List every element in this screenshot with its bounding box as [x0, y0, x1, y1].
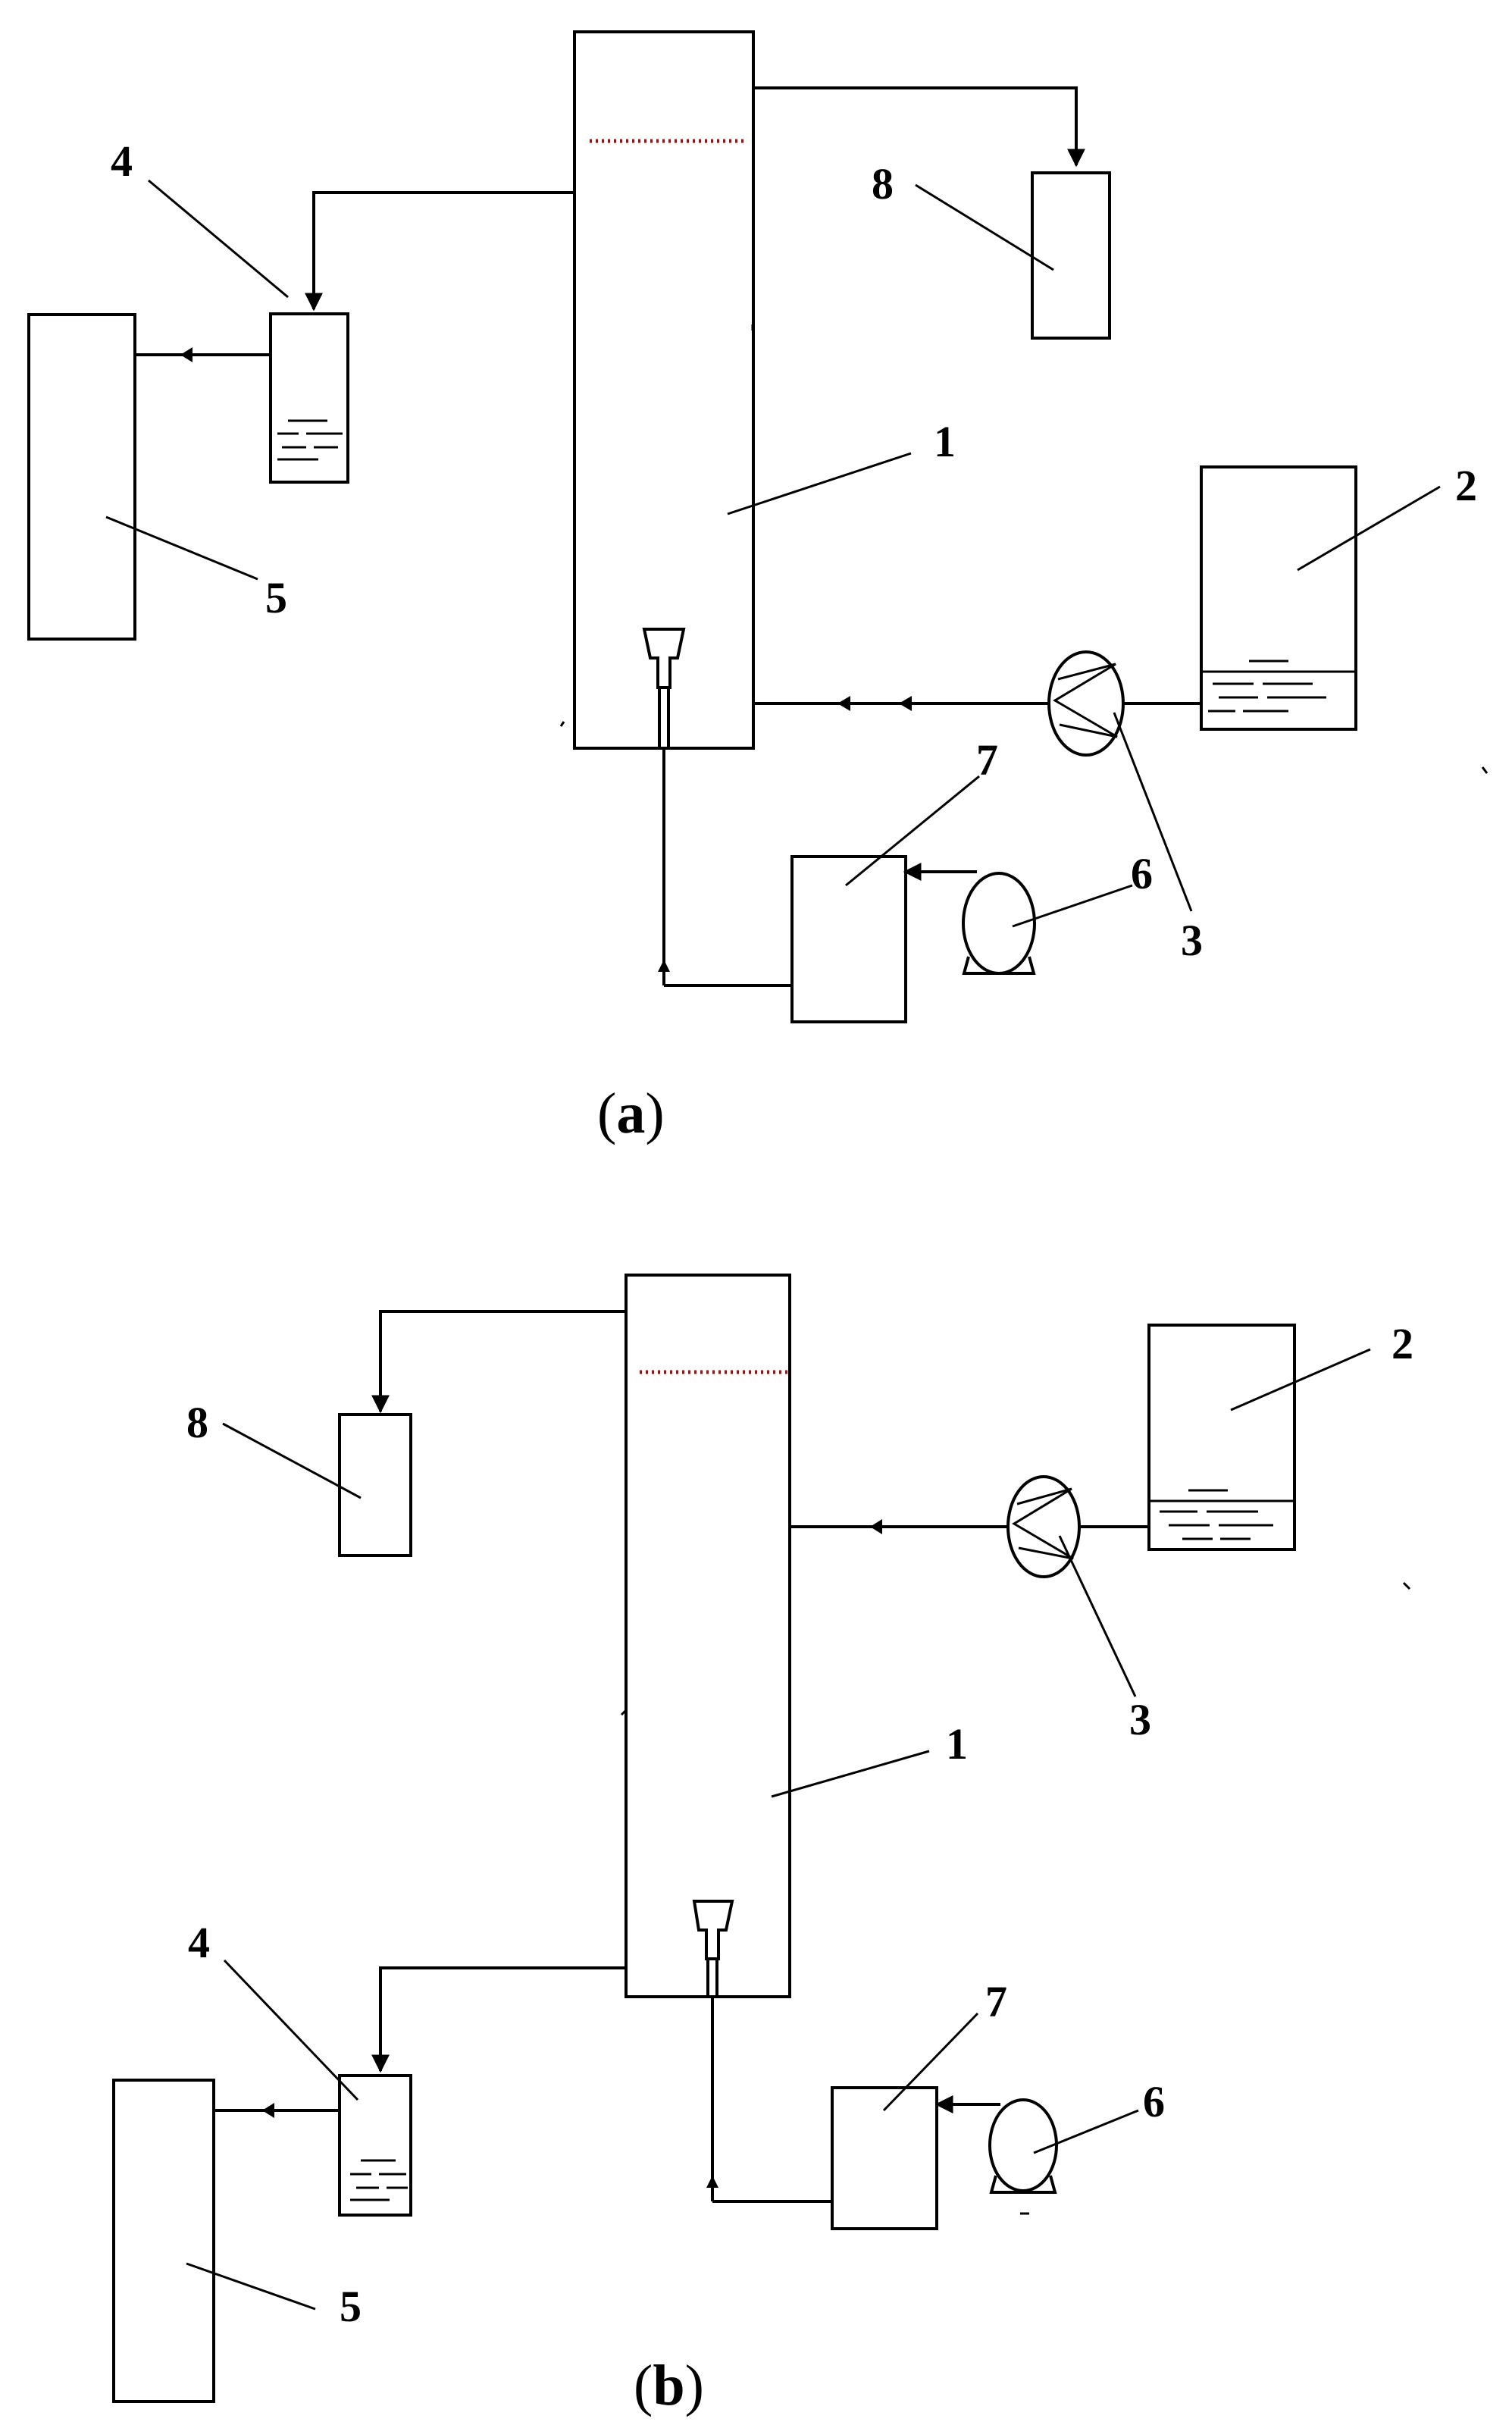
- box-5-b: [112, 2079, 215, 2403]
- leader-2-a: [1297, 485, 1441, 572]
- label-7-b: 7: [985, 1977, 1007, 2026]
- label-4-b: 4: [188, 1918, 210, 1967]
- leader-7-b: [882, 2012, 979, 2112]
- vent-line-to-8-b: [371, 1310, 626, 1414]
- overflow-line-to-4-b: [371, 1966, 626, 2073]
- liquid-lines-4-b: [350, 2159, 408, 2201]
- compressor-6-b: [988, 2098, 1058, 2215]
- valve-4-5-b: [262, 2103, 274, 2118]
- label-3-b: 3: [1129, 1695, 1151, 1744]
- liquid-lines-2-b: [1149, 1489, 1294, 1540]
- leader-3-b: [1058, 1535, 1137, 1697]
- label-5-b: 5: [340, 2282, 362, 2331]
- label-2-b: 2: [1391, 1319, 1413, 1368]
- panel-b: 1 2 3 4 5 6 7 8 (b): [112, 1274, 1413, 2417]
- leader-3-a: [1113, 712, 1193, 912]
- column-1-b: [625, 1274, 791, 1998]
- label-6-a: 6: [1131, 849, 1153, 898]
- box-5-a: [27, 313, 136, 641]
- gas-distributor-a: [642, 628, 686, 749]
- vessel-4-b: [338, 2074, 412, 2217]
- box-8-a: [1031, 171, 1111, 340]
- check-valve-2-a: [899, 696, 912, 711]
- panel-a: 1 2 3 4 5 6 7 8 (a): [27, 30, 1489, 1145]
- leader-5-b: [186, 2262, 316, 2311]
- label-8-b: 8: [186, 1398, 208, 1447]
- label-2-a: 2: [1455, 461, 1477, 510]
- box-7-b: [831, 2086, 938, 2230]
- leader-5-a: [105, 515, 258, 581]
- stray-mark-a3: [1481, 766, 1489, 774]
- stray-mark-a2: [559, 721, 565, 727]
- liquid-lines-2-a: [1201, 660, 1356, 713]
- label-4-a: 4: [111, 136, 133, 186]
- check-valve-b: [870, 1519, 882, 1534]
- stray-mark-b1: [620, 1709, 628, 1716]
- leader-2-b: [1230, 1348, 1371, 1412]
- tank-2-b: [1147, 1324, 1296, 1551]
- leader-1-b: [771, 1750, 930, 1798]
- leader-4-b: [223, 1959, 359, 2101]
- pump-3-b: [1006, 1475, 1081, 1578]
- check-valve-1-a: [837, 696, 850, 711]
- gas-distributor-b: [692, 1900, 734, 1997]
- label-5-a: 5: [265, 573, 287, 622]
- caption-b: (b): [634, 2354, 704, 2417]
- liquid-lines-4-a: [277, 419, 343, 461]
- label-6-b: 6: [1143, 2077, 1165, 2126]
- leader-4-a: [148, 179, 289, 299]
- tank-2-a: [1200, 465, 1357, 731]
- gas-valve-a: [658, 960, 670, 972]
- box-8-b: [338, 1413, 412, 1557]
- gas-valve-b: [706, 2176, 718, 2188]
- leader-1-a: [727, 452, 912, 515]
- label-1-b: 1: [946, 1719, 968, 1769]
- leader-8-a: [915, 183, 1054, 271]
- stray-mark-b2: [1402, 1581, 1411, 1590]
- label-8-a: 8: [872, 159, 894, 208]
- box-7-a: [790, 855, 907, 1023]
- leader-6-b: [1033, 2109, 1139, 2154]
- valve-4-5-a: [180, 347, 193, 362]
- leader-7-a: [845, 775, 980, 887]
- leader-6-a: [1012, 884, 1133, 928]
- vessel-4-a: [269, 312, 349, 484]
- label-3-a: 3: [1181, 916, 1203, 965]
- leader-8-b: [222, 1422, 362, 1499]
- overflow-line-to-4-a: [305, 191, 574, 312]
- label-7-a: 7: [976, 735, 998, 785]
- vent-line-to-8-a: [753, 86, 1085, 168]
- label-1-a: 1: [934, 417, 956, 466]
- caption-a: (a): [597, 1082, 665, 1145]
- compressor-6-a: [962, 872, 1036, 975]
- pump-3-a: [1047, 650, 1125, 757]
